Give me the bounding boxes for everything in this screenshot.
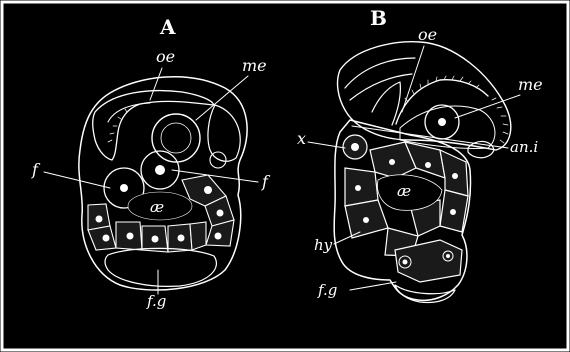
panel-b-label-me: me (518, 75, 543, 94)
panel-a-label-oe: oe (156, 47, 175, 66)
panel-b-label-oe: oe (418, 25, 437, 44)
panel-b-label-an-i: an.i (510, 138, 538, 156)
panel-b-title: B (370, 6, 387, 30)
panel-b-label-hy: hy (314, 236, 333, 254)
panel-a-label-ae: æ (150, 198, 164, 216)
panel-a-title: A (159, 15, 176, 39)
panel-a-label-fg: f.g (146, 292, 166, 310)
panel-b-label-x: x (297, 129, 306, 148)
panel-a-label-me: me (242, 56, 267, 75)
panel-b-label-ae: æ (397, 182, 411, 200)
panel-b-label-fg: f.g (317, 281, 337, 299)
